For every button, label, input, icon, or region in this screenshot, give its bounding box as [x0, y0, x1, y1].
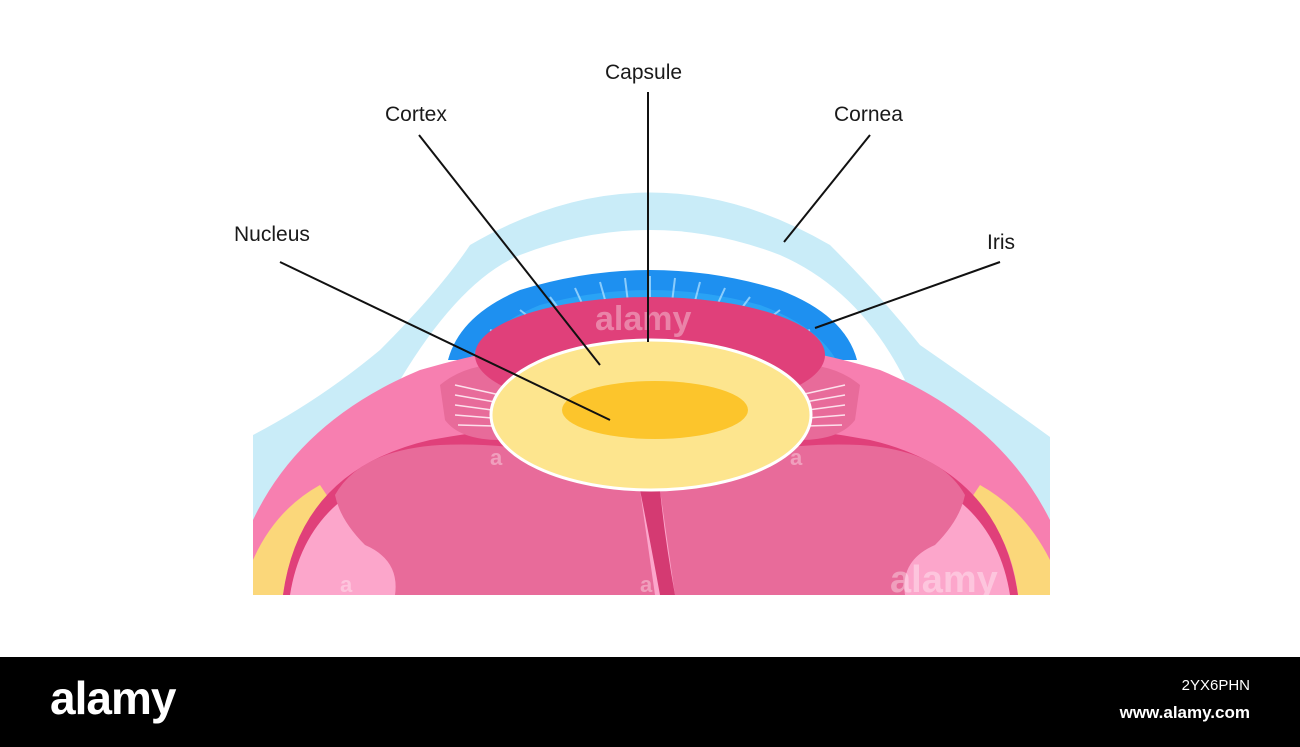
choroid-band-left — [253, 485, 330, 595]
nucleus-label: Nucleus — [234, 223, 310, 246]
capsule-label: Capsule — [605, 61, 683, 84]
site-url: www.alamy.com — [1119, 703, 1250, 722]
eye-lens-diagram: a a a a alamy alamy Capsule Cortex Corne… — [234, 61, 1050, 601]
iris-leader-line — [814, 261, 1001, 329]
watermark-bottom-right: alamy — [890, 559, 998, 601]
cortex-label: Cortex — [385, 103, 447, 126]
cornea-leader-line — [783, 134, 871, 243]
watermark-center: alamy — [595, 300, 691, 338]
nucleus-leader-line — [279, 261, 611, 421]
iris-label: Iris — [987, 231, 1015, 254]
watermark-mark: a — [790, 445, 803, 470]
ciliary-lobe-right — [660, 444, 965, 595]
watermark-mark: a — [340, 572, 353, 597]
watermark-mark: a — [490, 445, 503, 470]
zonule-fibers — [454, 384, 846, 427]
leader-lines — [279, 92, 1001, 421]
eye-anatomy-illustration: a a a a alamy alamy — [253, 92, 1050, 601]
footer-bar: alamy 2YX6PHN www.alamy.com — [0, 657, 1300, 747]
image-id: 2YX6PHN — [1181, 677, 1250, 694]
alamy-logo: alamy — [50, 672, 176, 724]
cortex-leader-line — [418, 134, 601, 366]
central-divider — [640, 490, 675, 595]
lens-nucleus — [562, 381, 748, 439]
watermark-mark: a — [640, 572, 653, 597]
cornea-label: Cornea — [834, 103, 903, 126]
choroid-band-right — [970, 485, 1050, 595]
